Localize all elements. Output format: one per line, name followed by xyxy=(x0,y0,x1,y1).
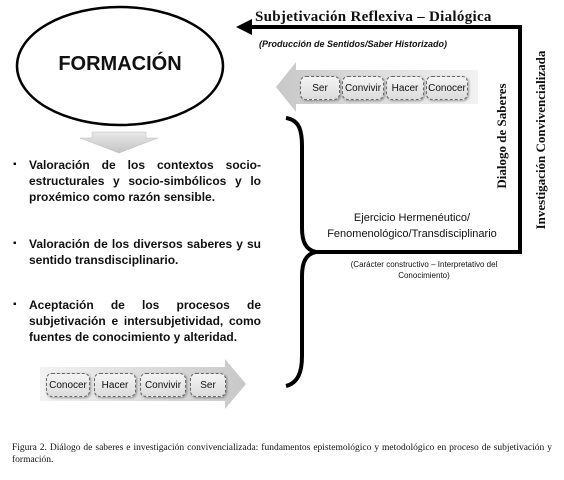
top-step-convivir: Convivir xyxy=(342,76,384,100)
feedback-arrow-line xyxy=(250,25,522,254)
figure-caption: Figura 2. Diálogo de saberes e investiga… xyxy=(12,443,552,465)
top-flow-subtitle: (Producción de Sentidos/Saber Historizad… xyxy=(259,39,448,49)
exercise-line-2: Fenomenológico/Transdisciplinario xyxy=(327,228,497,240)
top-step-conocer: Conocer xyxy=(426,76,468,100)
bottom-step-ser: Ser xyxy=(190,373,226,397)
bullet-contextos: ▪ Valoración de los contextos socio-estr… xyxy=(13,157,261,205)
formacion-oval xyxy=(15,5,225,127)
bullet-marker: ▪ xyxy=(13,238,17,249)
character-line-2: Conocimiento) xyxy=(398,271,450,280)
character-line-1: (Carácter constructivo – Interpretativo … xyxy=(350,260,498,269)
bullet-saberes-text: Valoración de los diversos saberes y su … xyxy=(29,237,261,267)
investigacion-label: Investigación Convivencializada xyxy=(533,50,548,230)
exercise-line-1: Ejercicio Hermenéutico/ xyxy=(353,212,471,224)
bullet-subjetivacion: ▪ Aceptación de los procesos de subjetiv… xyxy=(13,297,261,345)
top-step-ser: Ser xyxy=(300,76,340,100)
bottom-step-conocer: Conocer xyxy=(46,373,90,397)
feedback-arrowhead xyxy=(236,19,252,35)
top-flow-title: Subjetivación Reflexiva – Dialógica xyxy=(255,9,492,25)
bottom-step-convivir: Convivir xyxy=(140,373,186,397)
curly-brace xyxy=(285,116,317,388)
bullet-marker: ▪ xyxy=(13,299,17,310)
top-step-hacer: Hacer xyxy=(386,76,424,100)
bullet-marker: ▪ xyxy=(13,159,17,170)
bullet-saberes: ▪ Valoración de los diversos saberes y s… xyxy=(13,236,261,268)
bullet-subjetivacion-text: Aceptación de los procesos de subjetivac… xyxy=(29,298,261,344)
bullet-contextos-text: Valoración de los contextos socio-estruc… xyxy=(29,158,261,204)
dialogo-saberes-label: Dialogo de Saberes xyxy=(494,83,509,189)
formacion-title: FORMACIÓN xyxy=(58,53,182,75)
down-arrow-shape xyxy=(79,131,159,154)
bottom-step-hacer: Hacer xyxy=(94,373,136,397)
